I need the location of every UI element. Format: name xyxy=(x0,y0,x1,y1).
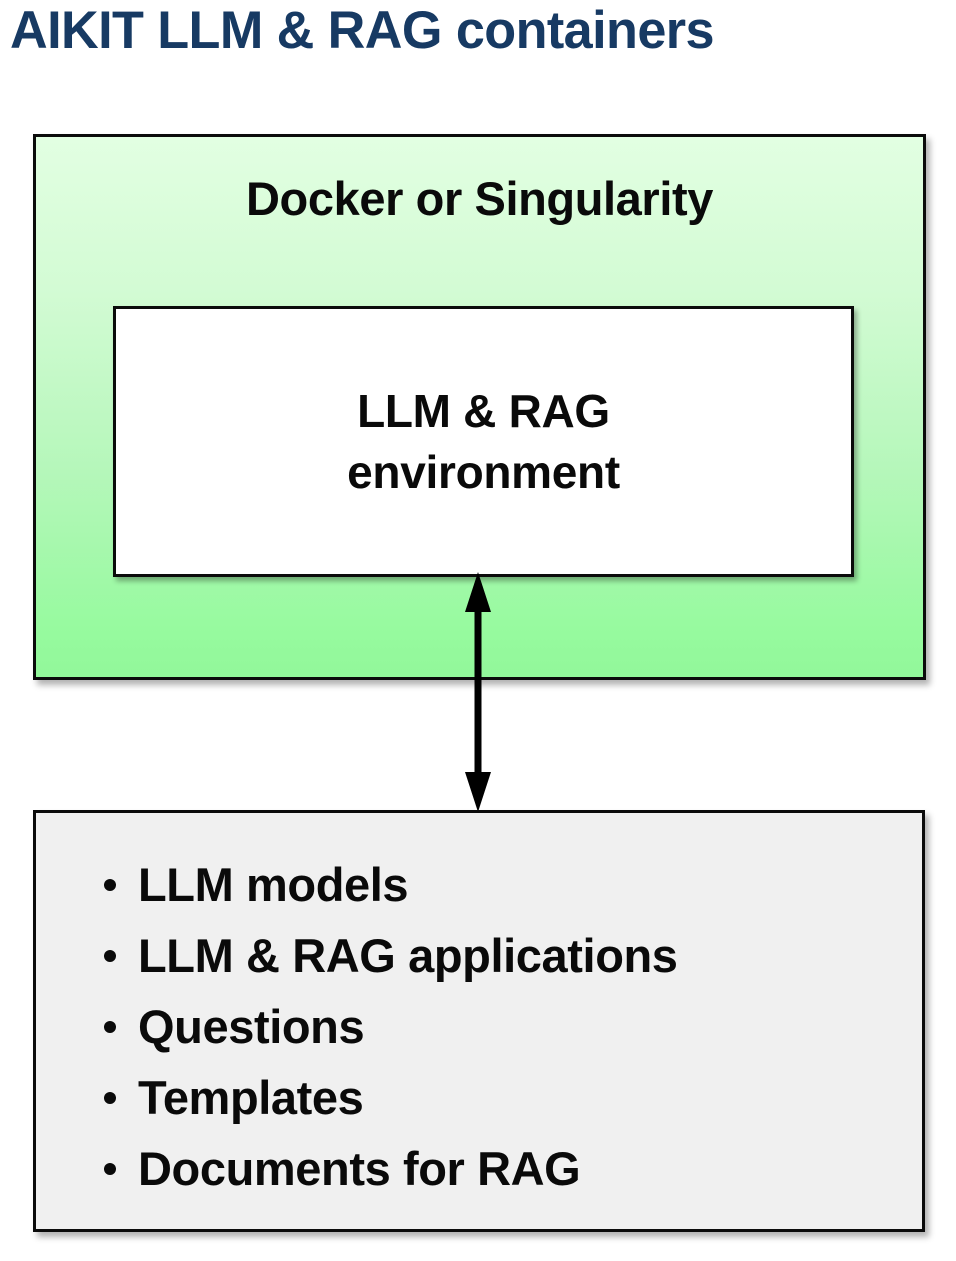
list-item: LLM & RAG applications xyxy=(102,920,678,991)
list-item: Documents for RAG xyxy=(102,1133,678,1204)
list-item: Questions xyxy=(102,991,678,1062)
page-title: AIKIT LLM & RAG containers xyxy=(10,1,715,60)
assets-box: LLM models LLM & RAG applications Questi… xyxy=(33,810,925,1232)
list-item: LLM models xyxy=(102,849,678,920)
list-item: Templates xyxy=(102,1062,678,1133)
container-title: Docker or Singularity xyxy=(246,172,713,225)
docker-singularity-container: Docker or Singularity LLM & RAG environm… xyxy=(33,134,926,680)
environment-label: LLM & RAG environment xyxy=(347,384,620,498)
llm-rag-environment-box: LLM & RAG environment xyxy=(113,306,854,577)
assets-list: LLM models LLM & RAG applications Questi… xyxy=(102,849,678,1204)
